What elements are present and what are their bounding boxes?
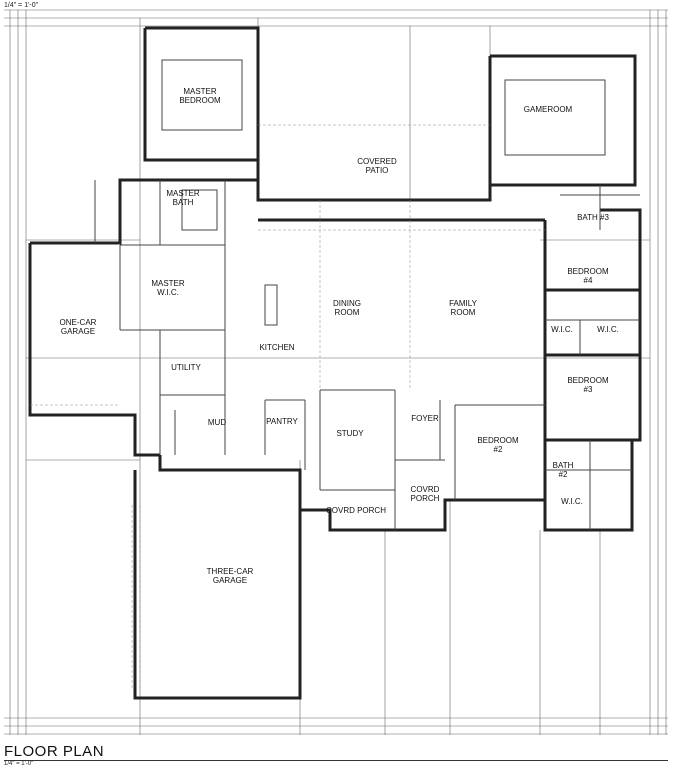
label-master-bedroom: MASTER xyxy=(183,87,217,96)
label-covrd-porch-b: COVRD PORCH xyxy=(326,506,386,515)
label-foyer: FOYER xyxy=(411,414,439,423)
label-bedroom-2-2: #2 xyxy=(494,445,503,454)
label-wic-a: W.I.C. xyxy=(551,325,573,334)
label-covered-patio-2: PATIO xyxy=(366,166,389,175)
label-dining-room-2: ROOM xyxy=(335,308,360,317)
label-bath-3: BATH #3 xyxy=(577,213,609,222)
label-bedroom-3-2: #3 xyxy=(584,385,593,394)
label-mud: MUD xyxy=(208,418,226,427)
label-master-wic: MASTER xyxy=(151,279,185,288)
label-bedroom-4: BEDROOM xyxy=(567,267,609,276)
title-underline xyxy=(4,760,668,761)
label-family-room: FAMILY xyxy=(449,299,478,308)
drawing-title: FLOOR PLAN xyxy=(4,743,105,760)
room-labels: MASTER BEDROOM GAMEROOM COVERED PATIO MA… xyxy=(60,87,619,585)
label-master-bath: MASTER xyxy=(166,189,200,198)
label-bedroom-2: BEDROOM xyxy=(477,436,519,445)
label-covrd-porch-a: COVRD xyxy=(411,485,440,494)
label-wic-b: W.I.C. xyxy=(597,325,619,334)
exterior-walls xyxy=(28,26,642,700)
label-master-bedroom-2: BEDROOM xyxy=(179,96,221,105)
label-one-car-garage-2: GARAGE xyxy=(61,327,95,336)
label-master-wic-2: W.I.C. xyxy=(157,288,179,297)
scale-note-bottom: 1/4" = 1'-0" xyxy=(4,761,34,767)
label-covrd-porch-a-2: PORCH xyxy=(411,494,440,503)
label-bath-2: BATH xyxy=(553,461,574,470)
label-utility: UTILITY xyxy=(171,363,201,372)
label-family-room-2: ROOM xyxy=(451,308,476,317)
label-study: STUDY xyxy=(336,429,364,438)
label-dining-room: DINING xyxy=(333,299,361,308)
label-three-car-garage-2: GARAGE xyxy=(213,576,247,585)
label-three-car-garage: THREE-CAR xyxy=(207,567,254,576)
label-master-bath-2: BATH xyxy=(173,198,194,207)
dimension-lines xyxy=(4,9,668,735)
label-covered-patio: COVERED xyxy=(357,157,397,166)
label-pantry: PANTRY xyxy=(266,417,298,426)
label-gameroom: GAMEROOM xyxy=(524,105,573,114)
scale-note-top: 1/4" = 1'-0" xyxy=(4,2,39,9)
label-one-car-garage: ONE-CAR xyxy=(60,318,97,327)
interior-walls xyxy=(30,59,640,690)
label-bedroom-3: BEDROOM xyxy=(567,376,609,385)
label-bath-2-2: #2 xyxy=(559,470,568,479)
label-bedroom-4-2: #4 xyxy=(584,276,593,285)
label-kitchen: KITCHEN xyxy=(259,343,294,352)
label-wic-c: W.I.C. xyxy=(561,497,583,506)
